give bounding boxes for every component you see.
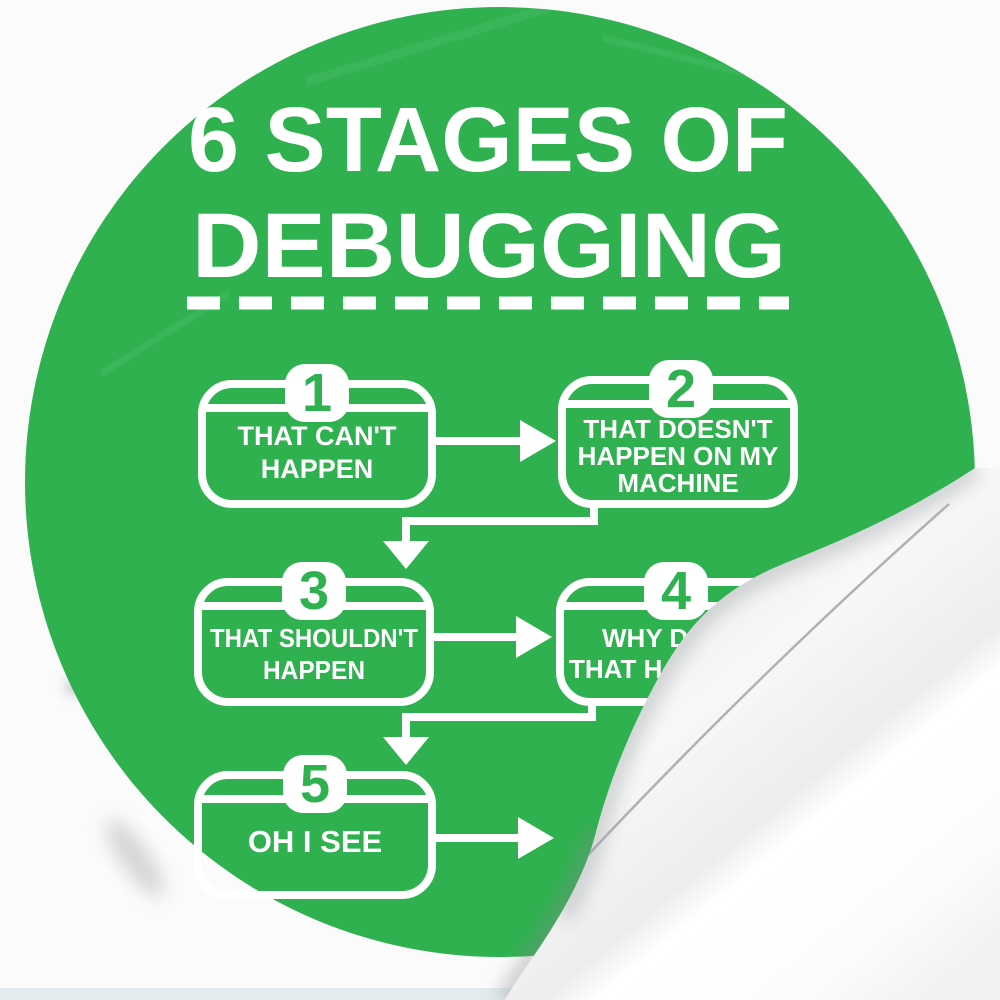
stage-label-4-line-1: WHY D	[602, 623, 688, 653]
stage-label-1-line-2: HAPPEN	[261, 454, 374, 484]
crease-line	[559, 503, 950, 886]
stage-badge-5	[283, 755, 347, 813]
stage-badge-2	[649, 360, 713, 418]
sticker-shadow-accent	[106, 819, 164, 897]
stage-label-1-line-1: THAT CAN'T	[238, 421, 397, 451]
arrow-2-3-elbow	[402, 504, 598, 542]
arrow-4-5-head	[383, 737, 429, 765]
stage-badge-3	[282, 562, 346, 620]
stage-label-3-line-1: THAT SHOULDN'T	[210, 623, 418, 653]
flowchart: 6 STAGES OF DEBUGGING 1 THAT CAN'T HAPPE…	[187, 89, 798, 899]
stage-badge-1	[285, 364, 349, 422]
stage-label-5-line-1: OH I SEE	[248, 824, 382, 859]
stage-number-2: 2	[666, 359, 696, 419]
arrow-5-6-head	[518, 817, 554, 859]
arrow-2-3-head	[383, 541, 429, 569]
arrow-3-4-head	[516, 616, 552, 658]
title-line-1: 6 STAGES OF	[188, 89, 788, 191]
stage-box-3: 3 THAT SHOULDN'T HAPPEN	[194, 561, 434, 706]
stage-box-2: 2 THAT DOESN'T HAPPEN ON MY MACHINE	[558, 359, 798, 508]
stage-label-2-line-1: THAT DOESN'T	[583, 414, 772, 444]
stage-label-2-line-3: MACHINE	[617, 468, 738, 498]
stage-number-5: 5	[300, 754, 330, 814]
arrowheads	[383, 420, 556, 859]
stage-number-4: 4	[661, 561, 691, 621]
stage-label-2-line-2: HAPPEN ON MY	[578, 441, 779, 471]
sticker-texture	[99, 0, 808, 377]
stage-number-1: 1	[302, 363, 332, 423]
stage-box-1: 1 THAT CAN'T HAPPEN	[198, 363, 436, 508]
title-line-2: DEBUGGING	[192, 195, 786, 297]
connectors	[402, 437, 598, 842]
arrow-4-5-elbow	[402, 702, 596, 738]
stage-label-3-line-2: HAPPEN	[263, 655, 365, 685]
peel-underside	[505, 468, 1000, 1000]
stage-box-5: 5 OH I SEE	[194, 754, 436, 899]
arrow-1-2-head	[520, 420, 556, 462]
stage-label-4-line-2: THAT H	[569, 654, 662, 684]
stage-number-3: 3	[299, 561, 329, 621]
stage-badge-4	[644, 562, 708, 620]
